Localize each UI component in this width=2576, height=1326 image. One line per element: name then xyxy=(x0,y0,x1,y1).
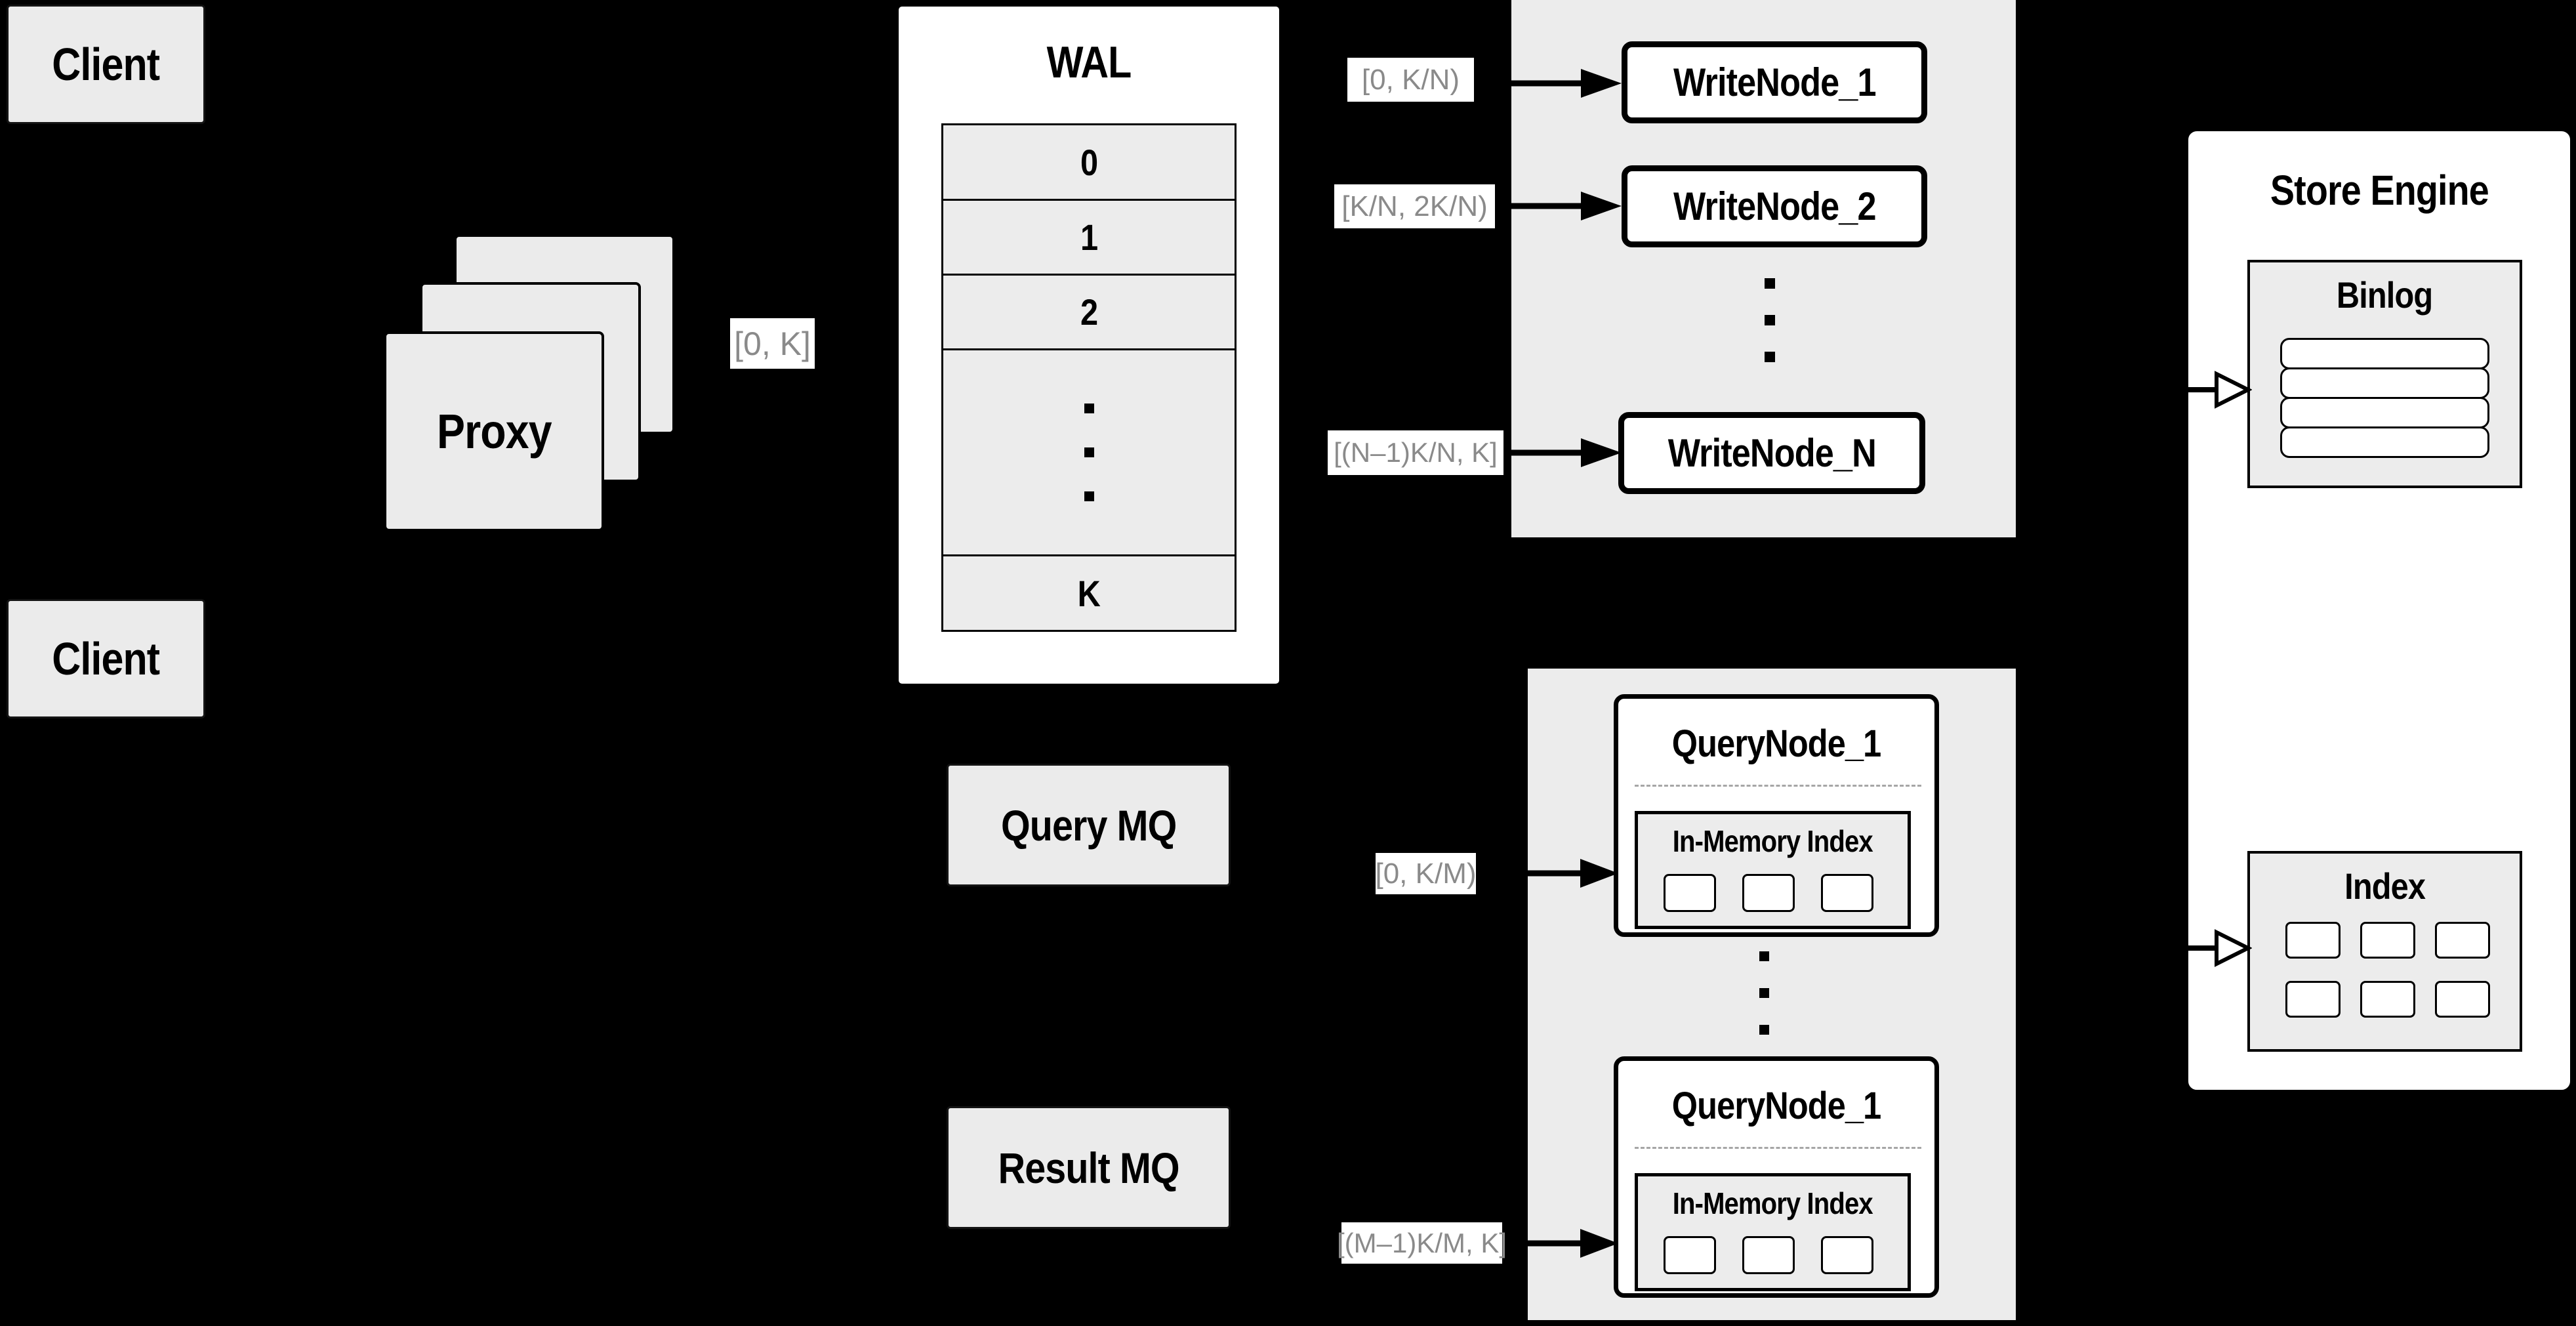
wal-segment-row: 1 xyxy=(943,201,1235,276)
client-bottom-box: Client xyxy=(7,599,205,718)
arrow-into-writenode-2 xyxy=(1511,192,1622,220)
binlog-row xyxy=(2280,426,2489,458)
index-title: Index xyxy=(2344,865,2426,907)
wal-segment-row: 0 xyxy=(943,125,1235,201)
wal-segment-row: K xyxy=(943,556,1235,630)
querynode-m-divider xyxy=(1635,1147,1921,1149)
proxy-box: Proxy xyxy=(384,331,604,531)
in-memory-index-box: In-Memory Index xyxy=(1635,1173,1911,1291)
client-top-label: Client xyxy=(52,39,161,90)
arrow-into-writenode-n xyxy=(1511,438,1622,467)
writenode-n-box: WriteNode_N xyxy=(1618,412,1925,494)
segment-cell xyxy=(1821,1236,1873,1274)
index-box: Index xyxy=(2247,851,2522,1052)
client-top-box: Client xyxy=(7,5,205,124)
client-bottom-label: Client xyxy=(52,633,161,684)
binlog-box: Binlog xyxy=(2247,260,2522,488)
querynode-1-title: QueryNode_1 xyxy=(1671,722,1881,765)
index-cell xyxy=(2360,922,2415,959)
range-chip-writenode-2: [K/N, 2K/N) xyxy=(1334,184,1495,228)
arrow-into-index xyxy=(2186,929,2252,967)
wal-segment-row: 2 xyxy=(943,276,1235,350)
in-memory-index-box: In-Memory Index xyxy=(1635,811,1911,929)
vertical-ellipsis-icon xyxy=(1084,404,1094,501)
vertical-ellipsis-icon xyxy=(1765,278,1775,362)
range-chip-writenode-1: [0, K/N) xyxy=(1347,58,1474,102)
index-cell xyxy=(2285,922,2341,959)
arrow-into-querynode-m xyxy=(1528,1229,1618,1258)
segment-cell xyxy=(1664,1236,1716,1274)
arrow-into-binlog xyxy=(2186,371,2252,409)
segment-cell xyxy=(1821,874,1873,912)
proxy-label: Proxy xyxy=(436,404,552,459)
index-cell xyxy=(2360,981,2415,1018)
arrow-into-writenode-1 xyxy=(1511,69,1622,98)
querynode-1-divider xyxy=(1635,785,1921,787)
in-memory-index-title: In-Memory Index xyxy=(1673,1186,1873,1220)
wal-title: WAL xyxy=(1046,37,1132,87)
segment-cell xyxy=(1664,874,1716,912)
segment-cell xyxy=(1742,1236,1795,1274)
wal-box: WAL 0 1 2 K xyxy=(895,3,1282,687)
range-chip-proxy-to-wal: [0, K] xyxy=(730,318,815,369)
querynode-1-box: QueryNode_1 In-Memory Index xyxy=(1614,694,1939,937)
range-chip-querynode-1: [0, K/M) xyxy=(1375,853,1477,894)
binlog-row xyxy=(2280,338,2489,369)
binlog-title: Binlog xyxy=(2337,274,2433,316)
segment-cell xyxy=(1742,874,1795,912)
arrow-into-querynode-1 xyxy=(1528,859,1618,888)
range-chip-querynode-m: [(M–1)K/M, K] xyxy=(1337,1222,1507,1264)
binlog-row xyxy=(2280,397,2489,428)
wal-segment-table: 0 1 2 K xyxy=(941,123,1237,632)
vertical-ellipsis-icon xyxy=(1759,951,1769,1035)
binlog-row xyxy=(2280,367,2489,399)
querynode-m-title: QueryNode_1 xyxy=(1671,1084,1881,1127)
store-engine-box: Store Engine Binlog Index xyxy=(2185,128,2573,1093)
binlog-rows xyxy=(2280,338,2489,458)
result-mq-box: Result MQ xyxy=(947,1106,1231,1229)
writenode-2-box: WriteNode_2 xyxy=(1622,165,1927,247)
querynode-m-box: QueryNode_1 In-Memory Index xyxy=(1614,1056,1939,1298)
index-cell xyxy=(2435,922,2490,959)
in-memory-index-title: In-Memory Index xyxy=(1673,824,1873,858)
index-cell xyxy=(2285,981,2341,1018)
store-engine-title: Store Engine xyxy=(2270,167,2489,214)
query-mq-box: Query MQ xyxy=(947,764,1231,886)
index-cell xyxy=(2435,981,2490,1018)
range-chip-writenode-n: [(N–1)K/N, K] xyxy=(1328,430,1503,475)
wal-ellipsis-row xyxy=(943,350,1235,556)
writenode-1-box: WriteNode_1 xyxy=(1622,41,1927,123)
range-chip-proxy-to-wal-text: [0, K] xyxy=(734,325,811,362)
